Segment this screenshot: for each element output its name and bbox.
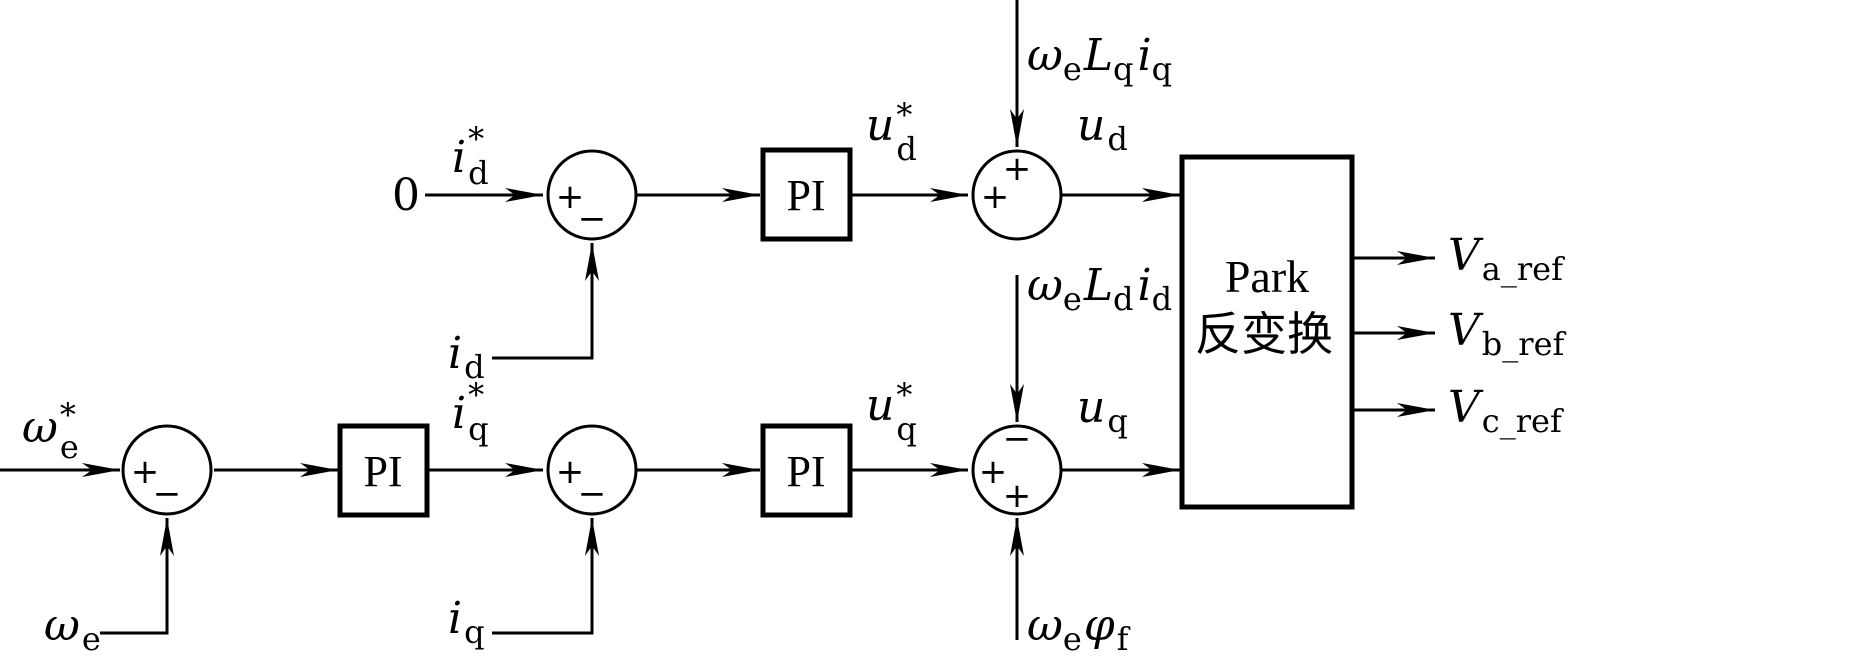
cross-coupling-d-label: ωeLdid [1027, 260, 1172, 318]
plus-sign: + [556, 452, 585, 492]
flux-feedforward-label: ωeφf [1027, 600, 1131, 658]
pi-label: PI [363, 447, 402, 496]
plus-sign: + [131, 452, 160, 492]
pi-label: PI [786, 447, 825, 496]
sum-id: + − [546, 149, 638, 241]
signal-wires [0, 0, 1435, 640]
pi-block-d: PI [760, 147, 853, 242]
sum-ud: + + [971, 149, 1063, 241]
ud-label: ud [1077, 100, 1128, 158]
park-inverse-block: Park 反变换 [1179, 154, 1355, 510]
pi-label: PI [786, 171, 825, 220]
speed-feedback-label: ωe [44, 600, 101, 658]
plus-sign: + [1003, 476, 1032, 516]
cross-coupling-q-label: ωeLqiq [1027, 30, 1172, 88]
iq-ref-label: i*q [452, 376, 489, 448]
id-ref-label: i*d [452, 120, 489, 192]
iq-feedback-label: iq [448, 593, 485, 651]
pi-block-speed: PI [337, 423, 430, 518]
uq-label: uq [1077, 382, 1128, 440]
ud-ref-label: u*d [866, 96, 917, 168]
wire-id-feedback [492, 243, 599, 360]
plus-sign: + [1003, 149, 1032, 189]
sum-speed: + − [121, 424, 213, 516]
zero-input-label: 0 [392, 170, 420, 221]
id-feedback-label: id [448, 328, 485, 386]
vb-ref-output-label: Vb_ref [1448, 305, 1567, 363]
vc-ref-output-label: Vc_ref [1448, 382, 1564, 440]
plus-sign: + [981, 177, 1010, 217]
minus-sign: − [1003, 419, 1032, 459]
pi-block-q: PI [760, 423, 853, 518]
minus-sign: − [578, 474, 607, 514]
plus-sign: + [979, 452, 1008, 492]
wire-iq-feedback [492, 518, 599, 635]
uq-ref-label: u*q [866, 376, 917, 448]
inverse-transform-label: 反变换 [1195, 307, 1333, 361]
va-ref-output-label: Va_ref [1448, 230, 1565, 288]
sum-iq: + − [546, 424, 638, 516]
speed-ref-label: ω*e [22, 396, 79, 466]
sum-uq: − + + [971, 419, 1063, 516]
plus-sign: + [556, 177, 585, 217]
park-label: Park [1225, 251, 1309, 302]
wire-we-feedback [100, 518, 174, 635]
minus-sign: − [153, 474, 182, 514]
minus-sign: − [578, 199, 607, 239]
